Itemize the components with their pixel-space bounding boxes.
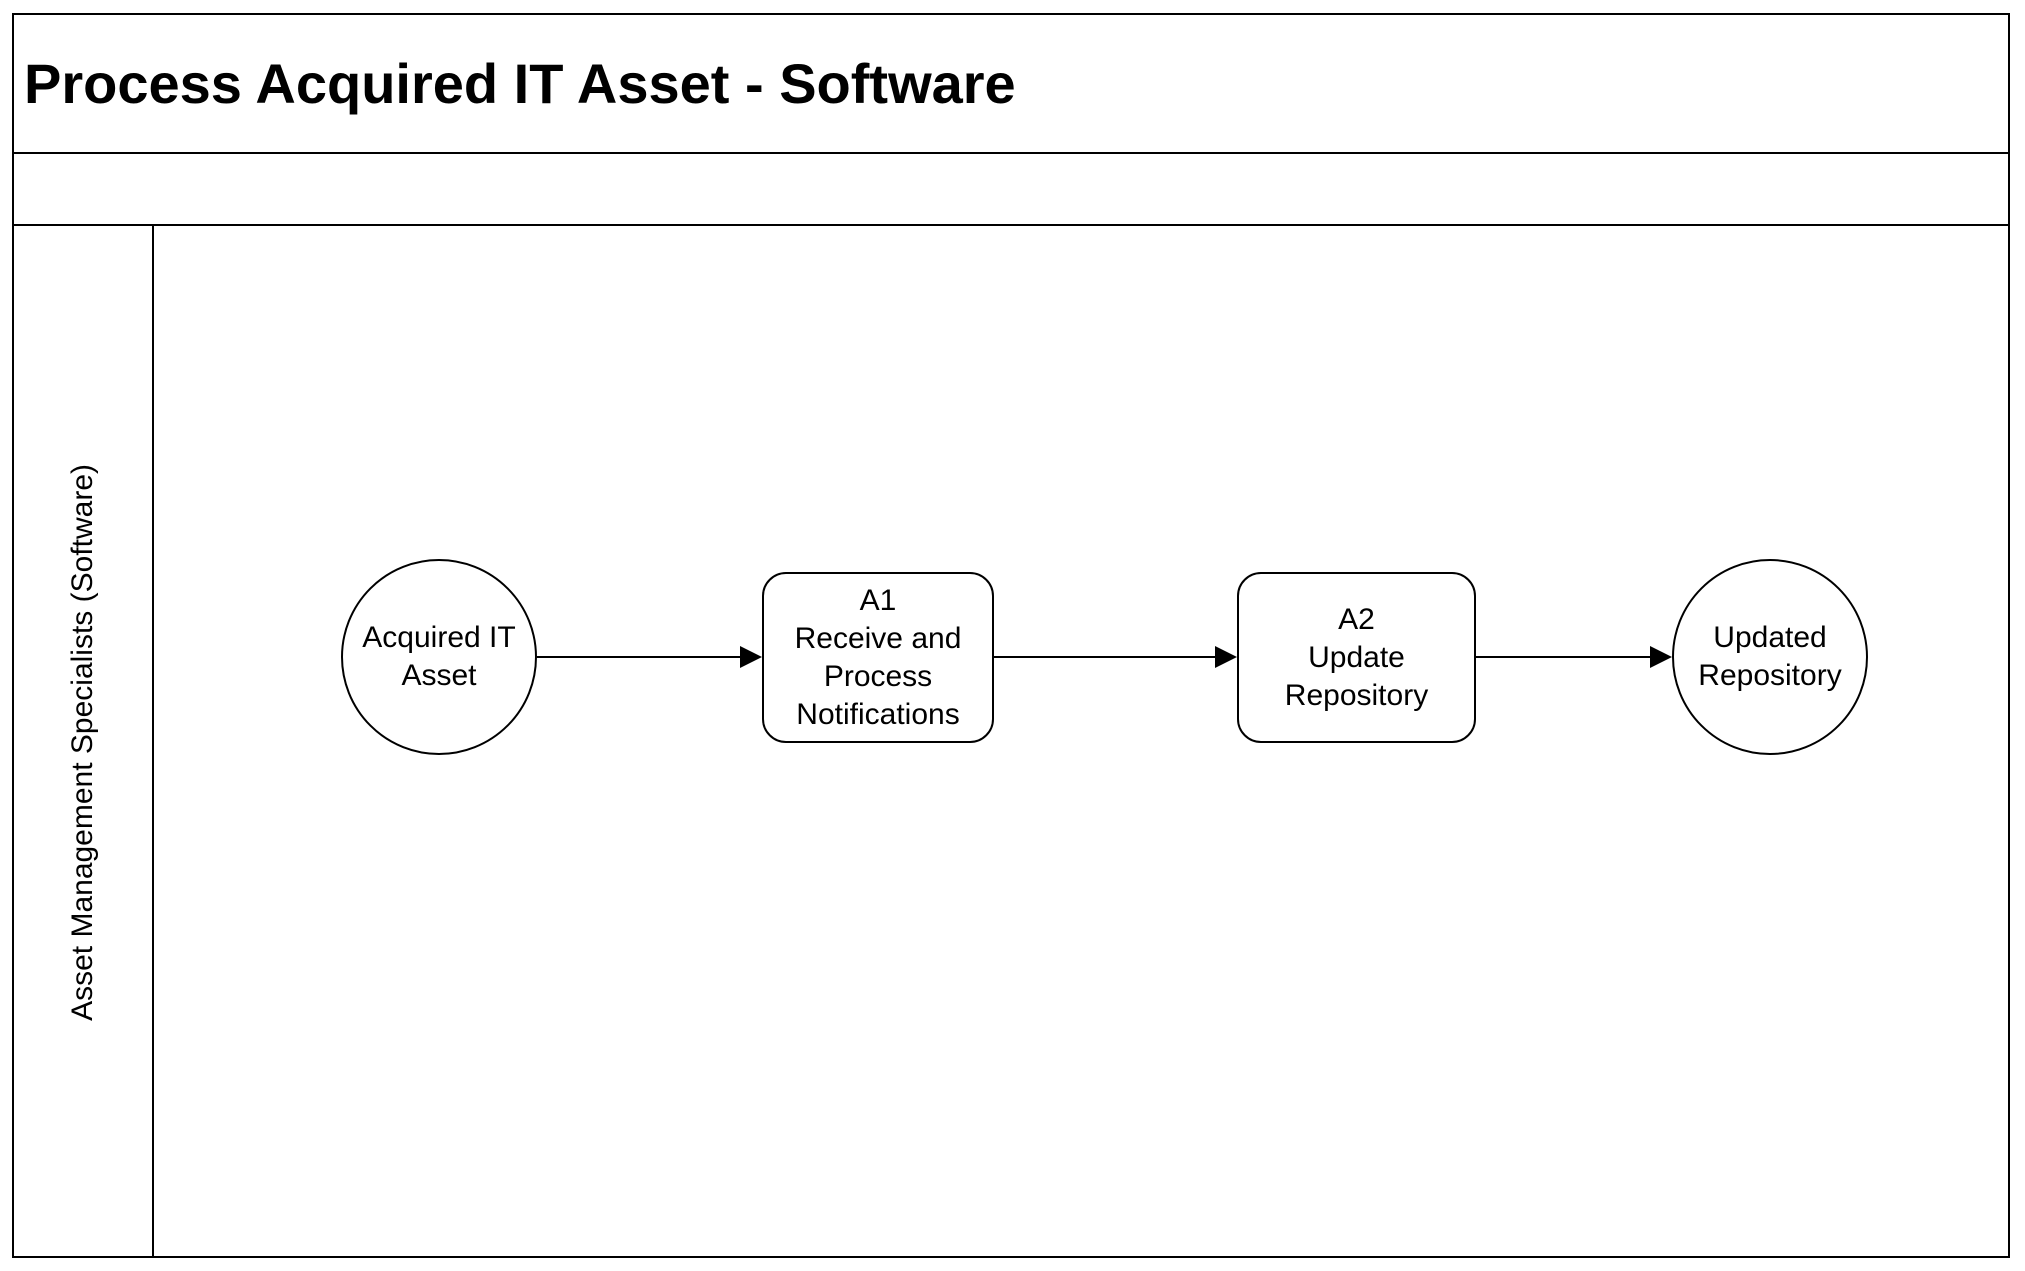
connector-a2-to-end	[1476, 656, 1651, 658]
connector-start-to-a1	[537, 656, 742, 658]
title-row-divider	[12, 152, 2010, 154]
subheader-row-divider	[12, 224, 2010, 226]
arrowhead-icon	[740, 646, 762, 668]
connector-a1-to-a2	[994, 656, 1216, 658]
lane-label-divider	[152, 224, 154, 1258]
swimlane-label-column: Asset Management Specialists (Software)	[14, 226, 152, 1258]
end-event-node: Updated Repository	[1672, 559, 1868, 755]
page-title: Process Acquired IT Asset - Software	[24, 52, 1016, 115]
activity-a1-node: A1 Receive and Process Notifications	[762, 572, 994, 743]
activity-a2-node: A2 Update Repository	[1237, 572, 1476, 743]
arrowhead-icon	[1650, 646, 1672, 668]
swimlane-label: Asset Management Specialists (Software)	[66, 463, 99, 1021]
outer-border	[12, 13, 2010, 1258]
start-event-node: Acquired IT Asset	[341, 559, 537, 755]
arrowhead-icon	[1215, 646, 1237, 668]
